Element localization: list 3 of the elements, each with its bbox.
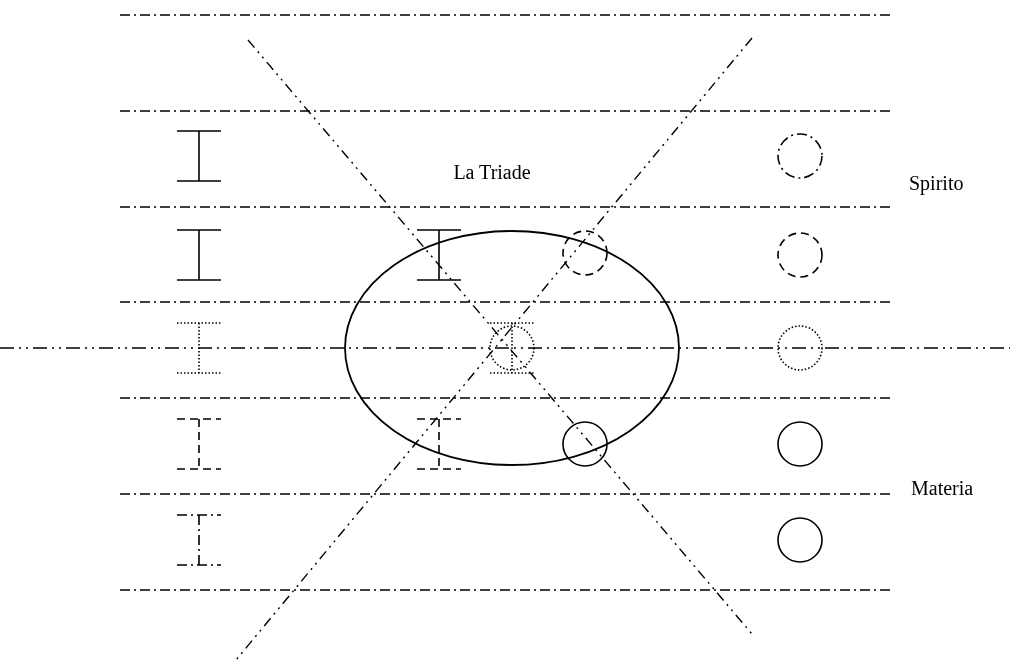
side-label: Spirito — [909, 171, 964, 195]
side-label: Materia — [911, 476, 974, 500]
heading-text: La Triade — [453, 160, 531, 184]
